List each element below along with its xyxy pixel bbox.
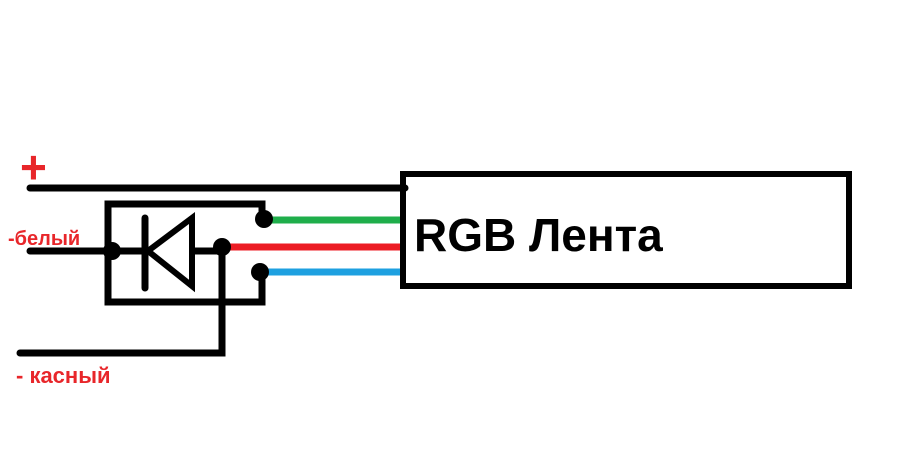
white-wire-label: -белый xyxy=(8,228,80,250)
junction-dot xyxy=(251,263,269,281)
rgb-strip-box xyxy=(400,171,852,289)
junction-dot xyxy=(213,238,231,256)
junction-dot xyxy=(255,210,273,228)
junction-dot xyxy=(103,242,121,260)
plus-label: + xyxy=(20,141,47,193)
negative-wire xyxy=(16,244,226,357)
strip-title: RGB Лента xyxy=(414,209,663,261)
diode-symbol xyxy=(112,212,222,293)
red-wire-label: - касный xyxy=(16,363,111,388)
